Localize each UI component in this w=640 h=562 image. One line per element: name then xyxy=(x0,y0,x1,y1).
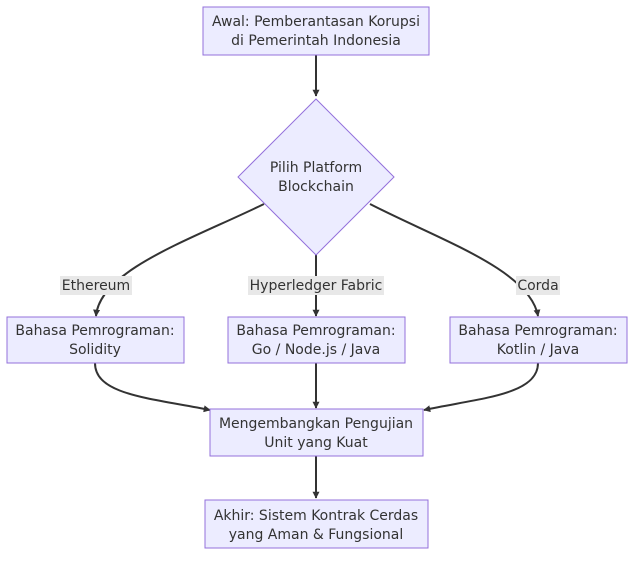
edge-label-hyperledger-text: Hyperledger Fabric xyxy=(250,278,383,294)
node-testing-line-2: Unit yang Kuat xyxy=(264,435,368,451)
edge-label-ethereum-text: Ethereum xyxy=(62,278,130,294)
node-lang-go-line-2: Go / Node.js / Java xyxy=(252,342,380,358)
node-testing-line-1: Mengembangkan Pengujian xyxy=(219,416,413,432)
node-start: Awal: Pemberantasan Korupsi di Pemerinta… xyxy=(202,6,430,56)
node-testing: Mengembangkan Pengujian Unit yang Kuat xyxy=(209,408,424,457)
node-lang-kotlin: Bahasa Pemrograman: Kotlin / Java xyxy=(449,316,628,364)
node-lang-solidity-line-2: Solidity xyxy=(69,342,121,358)
node-decision-line-2: Blockchain xyxy=(278,179,354,195)
node-lang-kotlin-line-2: Kotlin / Java xyxy=(497,342,579,358)
edge-label-corda: Corda xyxy=(516,276,560,295)
node-end-line-2: yang Aman & Fungsional xyxy=(229,527,404,543)
edge-solidity-to-testing xyxy=(94,362,211,413)
node-lang-go-line-1: Bahasa Pemrograman: xyxy=(236,323,395,339)
node-end-line-1: Akhir: Sistem Kontrak Cerdas xyxy=(214,508,418,524)
edge-decision-to-solidity xyxy=(93,203,265,317)
edge-decision-to-kotlin xyxy=(369,203,541,317)
edge-label-hyperledger: Hyperledger Fabric xyxy=(248,276,384,295)
node-lang-solidity-line-1: Bahasa Pemrograman: xyxy=(15,323,174,339)
edge-label-ethereum: Ethereum xyxy=(60,276,132,295)
node-lang-kotlin-line-1: Bahasa Pemrograman: xyxy=(458,323,617,339)
node-decision: Pilih Platform Blockchain xyxy=(237,98,395,256)
node-lang-go: Bahasa Pemrograman: Go / Node.js / Java xyxy=(227,316,406,364)
edge-kotlin-to-testing xyxy=(423,362,539,413)
edge-label-corda-text: Corda xyxy=(517,278,558,294)
node-end: Akhir: Sistem Kontrak Cerdas yang Aman &… xyxy=(204,499,429,549)
node-lang-solidity: Bahasa Pemrograman: Solidity xyxy=(6,316,185,364)
node-decision-line-1: Pilih Platform xyxy=(270,160,362,176)
node-start-line-1: Awal: Pemberantasan Korupsi xyxy=(212,14,420,30)
node-start-line-2: di Pemerintah Indonesia xyxy=(231,33,401,49)
